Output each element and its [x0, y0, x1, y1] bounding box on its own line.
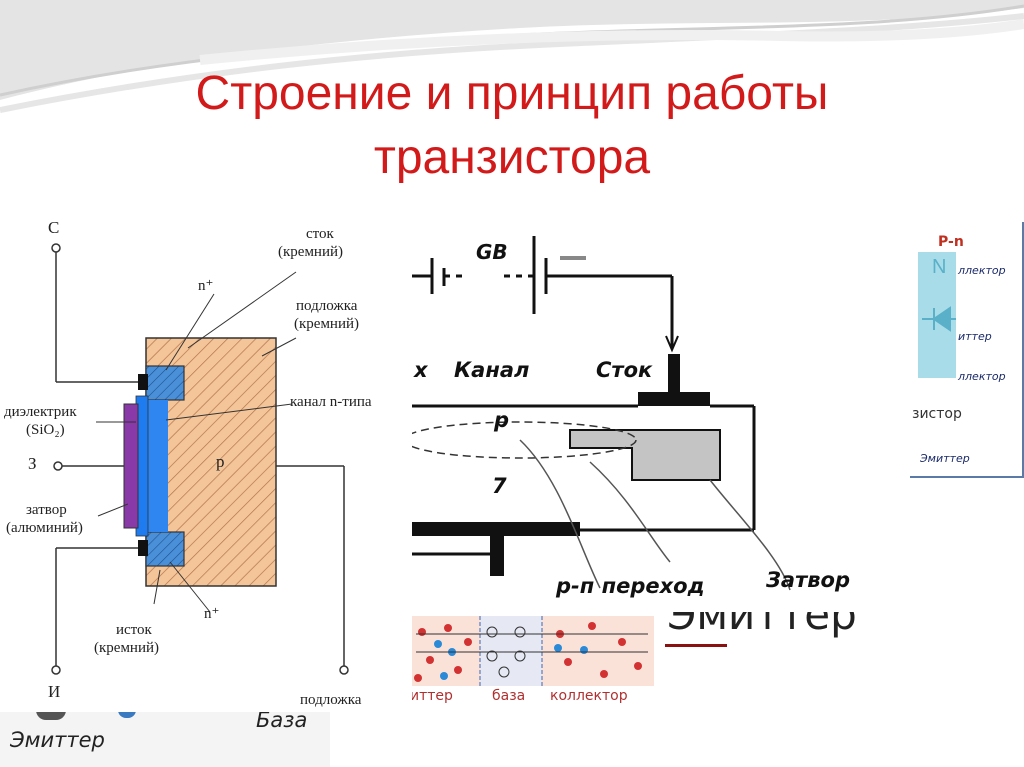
dielectric-material-label: (SiO₂): [26, 422, 65, 438]
title-line-1: Строение и принцип работы: [195, 67, 829, 120]
emitter-big-underline: [665, 644, 727, 647]
sketch-pn-junction-label: р-п переход: [556, 574, 705, 598]
terminal-i: И: [48, 682, 61, 701]
fet-sketch-panel: GB х Канал Сток р 7 р-п переход Затвор: [410, 218, 910, 612]
title-line-2: транзистора: [373, 131, 651, 184]
n-plus-top-label: n⁺: [198, 278, 214, 294]
sketch-channel-prefix: х: [414, 358, 428, 382]
terminal-c: С: [48, 218, 60, 237]
channel-label: канал n-типа: [290, 394, 372, 410]
sketch-region-p: р: [494, 408, 510, 432]
emitter-left-label: Эмиттер: [10, 728, 105, 752]
substrate-label: подложка: [296, 298, 358, 314]
drain-label: сток: [306, 226, 334, 242]
substrate-bottom-label: подложка: [300, 692, 362, 708]
diode-symbol: [922, 306, 956, 332]
label-emitter-1: иттер: [958, 330, 992, 343]
drain-material-label: (кремний): [278, 244, 344, 260]
base-label: База: [256, 708, 308, 732]
gate-material-label: (алюминий): [6, 520, 83, 536]
dielectric-label: диэлектрик: [4, 404, 77, 420]
mosfet-drawing: [51, 243, 349, 675]
zones-panel: иттер база коллектор: [408, 612, 658, 722]
top-wave-decoration: [0, 0, 1024, 113]
sketch-battery-label: GB: [476, 240, 508, 264]
label-transistor: зистор: [912, 406, 962, 422]
label-emitter-2: Эмиттер: [920, 452, 970, 465]
source-label: исток: [116, 622, 152, 638]
p-region-label: p: [216, 452, 225, 471]
zone-base-label: база: [492, 688, 526, 704]
sketch-drain-label: Сток: [596, 358, 653, 382]
zone-emitter-label: иттер: [410, 688, 453, 704]
mosfet-panel: С З И сток (кремний) n⁺ подложка (кремни…: [0, 198, 412, 712]
sketch-channel-label: Канал: [454, 358, 530, 382]
label-collector-2: ллектор: [958, 370, 1006, 383]
sketch-region-7: 7: [492, 474, 507, 498]
bjt-bottom-left-panel: Эмиттер База: [0, 706, 330, 767]
source-material-label: (кремний): [94, 640, 160, 656]
slide-title: Строение и принцип работы транзистора: [0, 62, 1024, 190]
n-letter: N: [932, 256, 947, 278]
label-collector-1: ллектор: [958, 264, 1006, 277]
zones-diagram: [408, 616, 654, 686]
sketch-gate-label: Затвор: [766, 568, 851, 592]
n-plus-bottom-label: n⁺: [204, 606, 220, 622]
fet-sketch-drawing: [410, 236, 791, 591]
zone-collector-label: коллектор: [550, 688, 628, 704]
gate-label: затвор: [26, 502, 67, 518]
bjt-right-panel: P-n N ллектор иттер ллектор зистор Эмитт…: [910, 222, 1024, 478]
top-cut-label: P-n: [938, 234, 964, 250]
terminal-z: З: [28, 454, 37, 473]
substrate-material-label: (кремний): [294, 316, 360, 332]
